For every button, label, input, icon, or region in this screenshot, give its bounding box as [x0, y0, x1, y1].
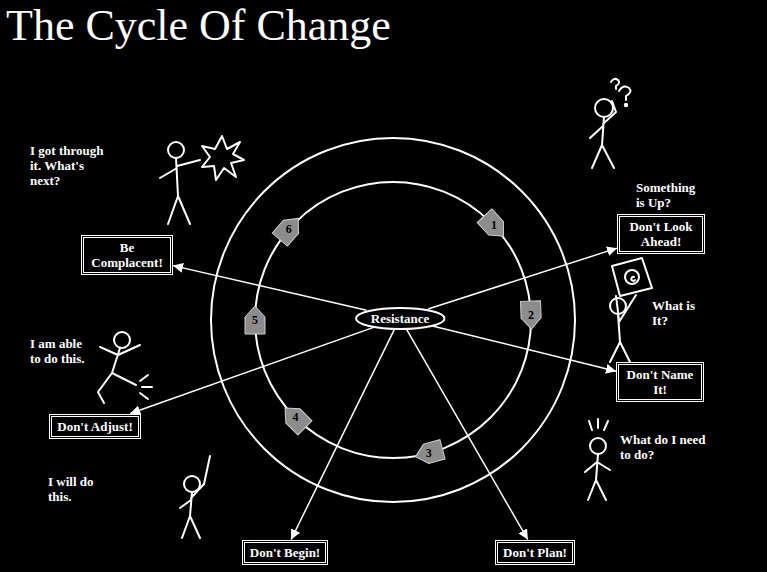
- connector-arrow: [428, 248, 617, 309]
- sign-board: [612, 258, 652, 296]
- question-dot: [625, 104, 627, 106]
- node-text: 6: [286, 222, 292, 237]
- node-text: Don't Begin!: [250, 545, 320, 560]
- stage-box: Don't Plan!: [495, 540, 575, 565]
- step-arrow: 5: [240, 308, 270, 332]
- stick-figure: [610, 258, 652, 362]
- stick-figure: [585, 419, 610, 500]
- connector-arrow: [433, 326, 616, 371]
- node-text: 5: [252, 313, 258, 328]
- node-text: Don't Plan!: [503, 545, 567, 560]
- step-arrow: 3: [414, 441, 444, 465]
- figure-body: [98, 345, 140, 403]
- sign-scribble: [625, 270, 639, 284]
- stick-figure: [590, 79, 630, 168]
- connector-arrow: [173, 266, 367, 311]
- figure-body: [585, 454, 610, 500]
- step-arrow-shape: [520, 301, 541, 330]
- node-text: 2: [528, 308, 534, 323]
- figure-head: [168, 142, 184, 158]
- impact-burst: [140, 375, 152, 399]
- thought-strokes: [589, 419, 608, 430]
- node-text: Be Complacent!: [91, 240, 163, 270]
- inner-ring: [255, 182, 531, 458]
- figure-body: [160, 158, 200, 224]
- outer-ring: [211, 138, 575, 502]
- stick-figure: [180, 456, 210, 538]
- speech-text: I got through it. What's next?: [30, 143, 112, 188]
- sign-scribble: [631, 277, 635, 281]
- step-arrow-shape: [245, 306, 265, 334]
- node-text: 3: [426, 446, 432, 461]
- step-arrow-shape: [413, 440, 445, 467]
- speech-text: What do I need to do?: [620, 432, 715, 462]
- stage-box: Don't Begin!: [242, 540, 328, 565]
- step-arrow: 4: [280, 406, 310, 430]
- stage-box: Don't Look Ahead!: [617, 214, 705, 254]
- connector-arrow: [407, 329, 528, 539]
- speech-text: I am able to do this.: [30, 336, 92, 366]
- raised-stick: [204, 456, 210, 484]
- stage-box: Don't Name It!: [616, 362, 704, 402]
- stick-figure: [160, 136, 244, 224]
- stage-box: Be Complacent!: [81, 235, 173, 275]
- step-arrow-shape: [272, 212, 305, 246]
- question-mark: [611, 79, 630, 100]
- node-text: 4: [292, 410, 298, 425]
- figure-head: [114, 332, 130, 348]
- node-text: Don't Adjust!: [57, 419, 133, 434]
- step-arrow-shape: [278, 401, 312, 435]
- node-text: 1: [491, 218, 497, 233]
- node-text: Don't Name It!: [627, 367, 694, 397]
- node-text: Don't Look Ahead!: [629, 219, 692, 249]
- center-ellipse: Resistance: [355, 307, 446, 330]
- node-text: Resistance: [371, 311, 430, 326]
- figure-body: [180, 484, 204, 538]
- step-arrow: 1: [479, 214, 509, 238]
- diagram-title: The Cycle Of Change: [6, 0, 391, 52]
- stage-box: Don't Adjust!: [49, 414, 141, 439]
- step-arrow: 6: [274, 217, 304, 241]
- starburst: [202, 136, 244, 180]
- figure-head: [590, 438, 606, 454]
- figure-body: [590, 101, 616, 168]
- ellipse-outline: [356, 308, 445, 329]
- cycle-rings: [211, 138, 575, 502]
- step-arrow-shape: [477, 209, 511, 243]
- speech-text: Something is Up?: [636, 180, 700, 210]
- connector-arrow: [130, 327, 373, 413]
- speech-text: I will do this.: [48, 474, 106, 504]
- connector-arrow: [291, 329, 394, 539]
- speech-text: What is It?: [652, 298, 704, 328]
- figure-head: [595, 99, 613, 117]
- stick-figure: [98, 332, 152, 403]
- step-arrow: 2: [516, 303, 546, 327]
- figure-body: [610, 295, 636, 362]
